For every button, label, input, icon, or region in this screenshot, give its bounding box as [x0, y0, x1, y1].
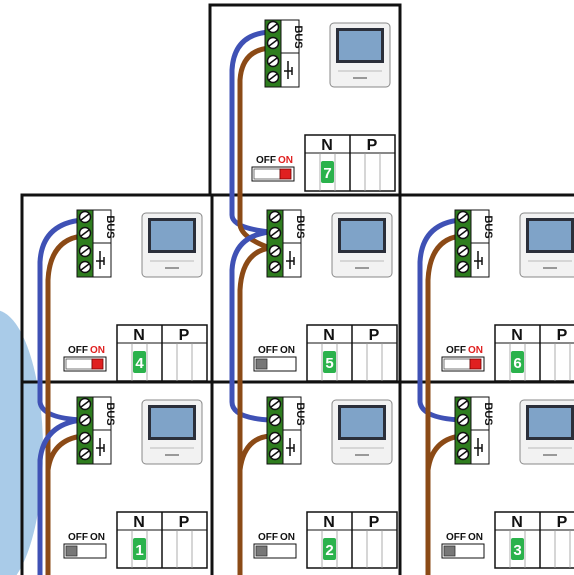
- termination-switch: [441, 356, 485, 372]
- terminal-block: [266, 209, 284, 278]
- bus-label-box: BUS: [92, 396, 116, 465]
- bus-label: BUS: [482, 215, 494, 238]
- on-label: ON: [280, 345, 295, 356]
- apartment-number: 1: [135, 542, 143, 559]
- video-monitor-icon: [331, 399, 393, 465]
- off-label: OFF: [258, 532, 278, 543]
- off-label: OFF: [446, 345, 466, 356]
- bus-wires: [37, 29, 463, 575]
- ground-symbol: [474, 251, 483, 269]
- p-label: P: [367, 137, 378, 154]
- terminal-block: [266, 396, 284, 465]
- n-label: N: [323, 514, 335, 531]
- bus-label-box: BUS: [92, 209, 116, 278]
- video-monitor-icon: [519, 212, 574, 278]
- terminal-block: [76, 209, 94, 278]
- on-label: ON: [468, 345, 483, 356]
- off-label: OFF: [256, 155, 276, 166]
- on-label: ON: [90, 532, 105, 543]
- video-monitor-icon: [519, 399, 574, 465]
- n-label: N: [323, 327, 335, 344]
- n-label: N: [133, 327, 145, 344]
- apartment-number: 5: [325, 355, 333, 372]
- termination-switch: [251, 166, 295, 182]
- video-monitor-icon: [329, 22, 391, 88]
- apartment-number: 2: [325, 542, 333, 559]
- termination-switch: [253, 356, 297, 372]
- n-label: N: [133, 514, 145, 531]
- termination-switch: [63, 543, 107, 559]
- p-label: P: [557, 514, 568, 531]
- p-label: P: [179, 514, 190, 531]
- terminal-block: [76, 396, 94, 465]
- apartment-number: 7: [323, 165, 331, 182]
- p-label: P: [369, 327, 380, 344]
- bus-label: BUS: [104, 402, 116, 425]
- frame-grid: [20, 3, 574, 575]
- p-label: P: [557, 327, 568, 344]
- termination-switch: [63, 356, 107, 372]
- bus-label-box: BUS: [282, 209, 306, 278]
- on-label: ON: [90, 345, 105, 356]
- off-label: OFF: [258, 345, 278, 356]
- terminal-block: [264, 19, 282, 88]
- apartment-number: 4: [135, 355, 144, 372]
- ground-symbol: [474, 438, 483, 456]
- address-code-panel: N P 7: [304, 134, 396, 192]
- n-label: N: [511, 514, 523, 531]
- bus-label-box: BUS: [470, 396, 494, 465]
- ground-symbol: [284, 61, 293, 79]
- address-code-panel: N P 1: [116, 511, 208, 569]
- address-code-panel: N P 6: [494, 324, 574, 382]
- apartment-number: 3: [513, 542, 521, 559]
- bus-label-box: BUS: [470, 209, 494, 278]
- video-monitor-icon: [141, 212, 203, 278]
- termination-switch: [441, 543, 485, 559]
- bus-label: BUS: [294, 402, 306, 425]
- bus-label: BUS: [292, 25, 304, 48]
- bus-label: BUS: [482, 402, 494, 425]
- video-monitor-icon: [141, 399, 203, 465]
- p-label: P: [369, 514, 380, 531]
- apartment-number: 6: [513, 355, 521, 372]
- on-label: ON: [468, 532, 483, 543]
- off-label: OFF: [446, 532, 466, 543]
- ground-symbol: [96, 251, 105, 269]
- n-label: N: [511, 327, 523, 344]
- p-label: P: [179, 327, 190, 344]
- off-label: OFF: [68, 345, 88, 356]
- address-code-panel: N P 2: [306, 511, 398, 569]
- n-label: N: [321, 137, 333, 154]
- address-code-panel: N P 3: [494, 511, 574, 569]
- on-label: ON: [278, 155, 293, 166]
- ground-symbol: [286, 438, 295, 456]
- termination-switch: [253, 543, 297, 559]
- ground-symbol: [286, 251, 295, 269]
- terminal-block: [454, 396, 472, 465]
- off-label: OFF: [68, 532, 88, 543]
- bus-label-box: BUS: [282, 396, 306, 465]
- address-code-panel: N P 4: [116, 324, 208, 382]
- video-monitor-icon: [331, 212, 393, 278]
- bus-label: BUS: [104, 215, 116, 238]
- on-label: ON: [280, 532, 295, 543]
- bus-label-box: BUS: [280, 19, 304, 88]
- ground-symbol: [96, 438, 105, 456]
- address-code-panel: N P 5: [306, 324, 398, 382]
- bus-label: BUS: [294, 215, 306, 238]
- terminal-block: [454, 209, 472, 278]
